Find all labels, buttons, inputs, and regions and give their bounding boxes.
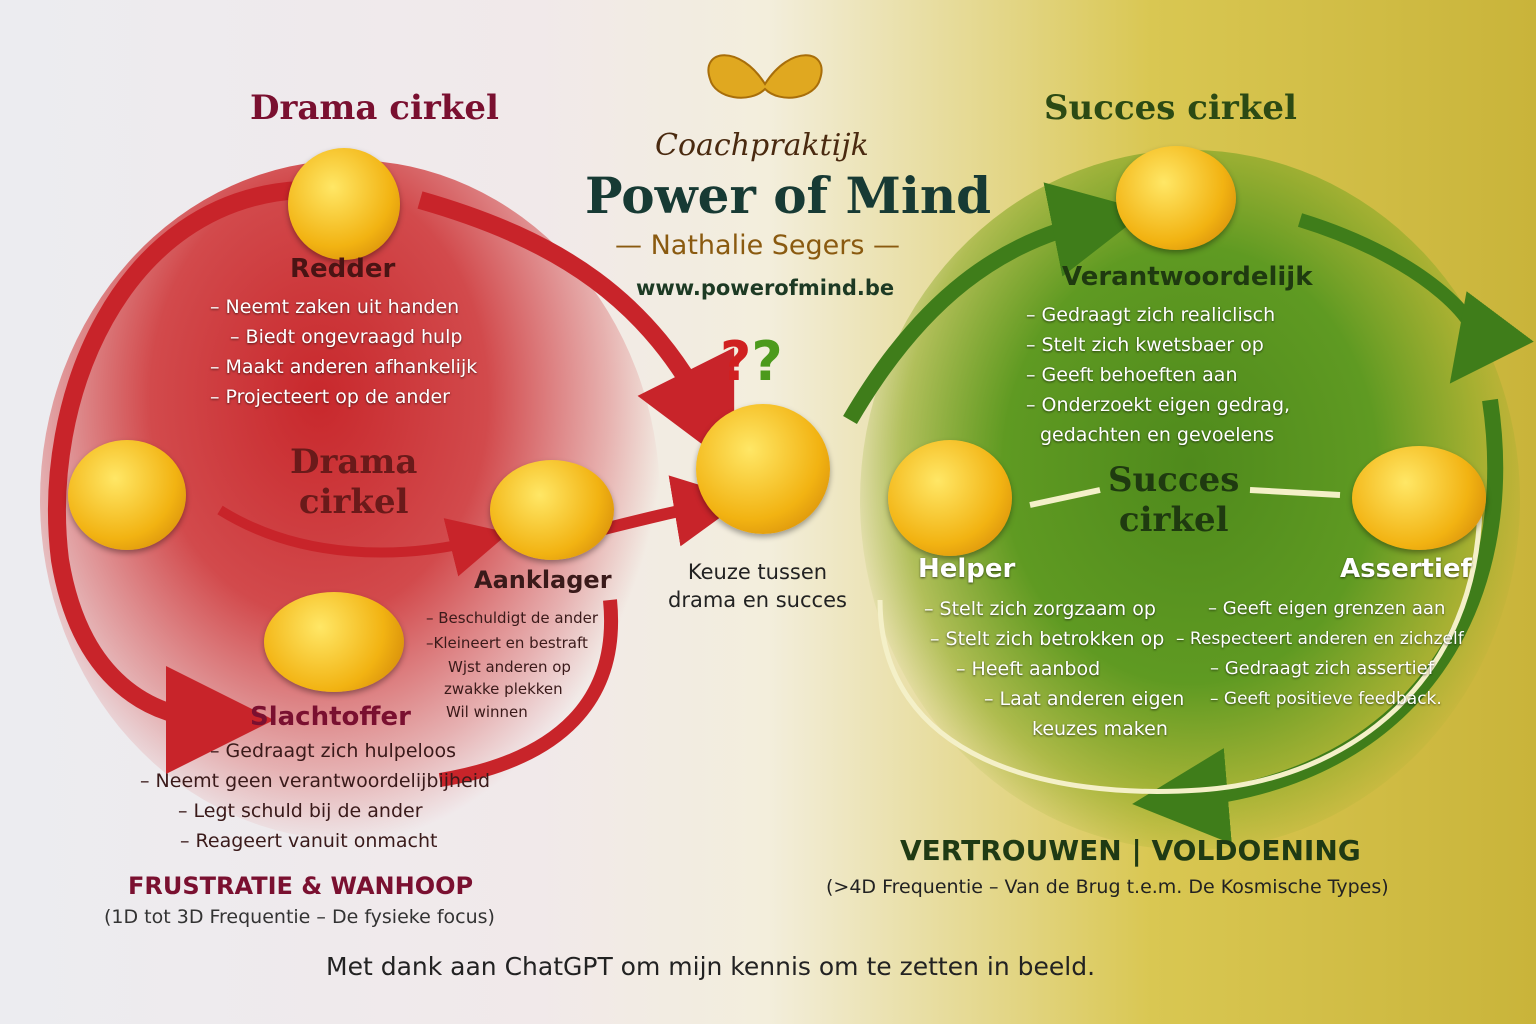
slachtoffer-list: – Gedraagt zich hulpeloos – Neemt geen v… [140,740,491,852]
succes-inner-ring [877,499,1483,794]
brand-url[interactable]: www.powerofmind.be [636,276,895,300]
thinking-emoji-icon [696,404,830,534]
succes-title: Succes cirkel [1044,88,1297,128]
redder-emoji-icon [288,148,400,260]
butterfly-logo-icon [700,44,830,124]
helper-label: Helper [918,554,1016,584]
succes-outer-arrow [1132,398,1504,844]
verantwoordelijk-list: – Gedraagt zich realiclisch – Stelt zich… [1026,304,1291,446]
credit-text: Met dank aan ChatGPT om mijn kennis om t… [326,952,1096,981]
drama-outer-arrow [48,181,301,774]
aanklager-angry-emoji-icon [490,460,614,560]
slachtoffer-label: Slachtoffer [250,702,411,732]
helper-list: – Stelt zich zorgzaam op – Stelt zich be… [924,598,1185,740]
drama-footer-sub: (1D tot 3D Frequentie – De fysieke focus… [104,906,495,928]
drama-mid-arrow [217,505,510,577]
question-marks-icon: ?? [720,330,783,393]
assertief-label: Assertief [1340,554,1472,584]
drama-right-arrow [438,599,619,787]
slachtoffer-sad-emoji-icon [68,440,186,550]
succes-right-arrow [1297,213,1534,384]
brand-subtitle: Coachpraktijk [655,128,869,163]
redder-list: – Neemt zaken uit handen – Biedt ongevra… [210,296,478,408]
redder-label: Redder [290,254,396,284]
aanklager-label: Aanklager [474,566,612,594]
drama-title: Drama cirkel [250,88,499,128]
succes-top-arrow [843,182,1148,425]
drama-top-arrow [417,191,735,469]
assertief-list: – Geeft eigen grenzen aan – Respecteert … [1176,598,1464,709]
assertief-emoji-icon [1352,446,1486,550]
succes-footer-sub: (>4D Frequentie – Van de Brug t.e.m. De … [826,876,1389,898]
verantwoordelijk-label: Verantwoordelijk [1062,262,1313,292]
brand-person: — Nathalie Segers — [615,230,901,261]
verantwoordelijk-emoji-icon [1116,146,1236,250]
aanklager-list: – Beschuldigt de ander –Kleineert en bes… [426,609,599,721]
drama-footer: FRUSTRATIE & WANHOOP [128,872,474,900]
helper-emoji-icon [888,440,1012,556]
to-choice-arrow [598,475,746,547]
succes-footer: VERTROUWEN | VOLDOENING [900,834,1361,867]
brand-name: Power of Mind [585,166,992,225]
helper-assertief-arrow [1029,487,1341,508]
slachtoffer-crying-emoji-icon [264,592,404,692]
